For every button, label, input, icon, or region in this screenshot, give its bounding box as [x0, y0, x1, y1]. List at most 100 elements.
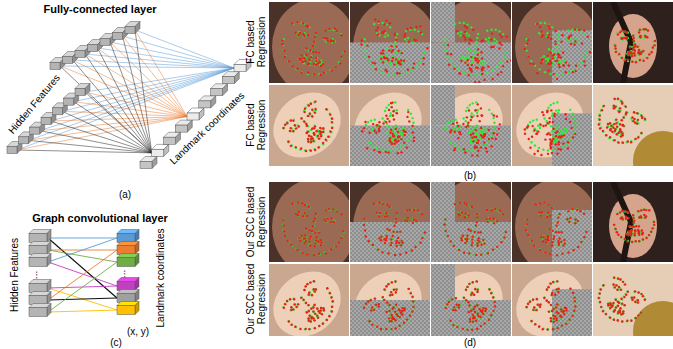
- predicted-landmark: [563, 64, 565, 66]
- ground-truth-landmark: [385, 60, 387, 62]
- ground-truth-landmark: [374, 118, 376, 120]
- predicted-landmark: [306, 130, 308, 132]
- predicted-landmark: [403, 142, 405, 144]
- ground-truth-landmark: [364, 38, 366, 40]
- ground-truth-landmark: [407, 37, 409, 39]
- ground-truth-landmark: [449, 240, 451, 242]
- predicted-landmark: [395, 128, 397, 130]
- ground-truth-landmark: [461, 59, 463, 61]
- predicted-landmark: [308, 135, 310, 137]
- ground-truth-landmark: [282, 127, 284, 129]
- predicted-landmark: [393, 225, 395, 227]
- predicted-landmark: [340, 213, 342, 215]
- ground-truth-landmark: [391, 235, 393, 237]
- ground-truth-landmark: [552, 149, 554, 151]
- ground-truth-landmark: [458, 22, 460, 24]
- predicted-landmark: [484, 133, 486, 135]
- predicted-landmark: [281, 39, 283, 41]
- ground-truth-landmark: [490, 28, 492, 30]
- predicted-landmark: [552, 121, 554, 123]
- predicted-landmark: [322, 142, 324, 144]
- ground-truth-landmark: [640, 35, 642, 37]
- ground-truth-landmark: [617, 141, 619, 143]
- ground-truth-landmark: [472, 58, 474, 60]
- predicted-landmark: [476, 154, 478, 156]
- ground-truth-landmark: [282, 44, 284, 46]
- ground-truth-landmark: [469, 141, 471, 143]
- ground-truth-landmark: [476, 133, 478, 135]
- ground-truth-landmark: [298, 31, 300, 33]
- ground-truth-landmark: [476, 242, 478, 244]
- ground-truth-landmark: [292, 203, 294, 205]
- predicted-landmark: [371, 61, 373, 63]
- predicted-landmark: [382, 52, 384, 54]
- predicted-landmark: [426, 47, 428, 49]
- predicted-landmark: [631, 116, 633, 118]
- ground-truth-landmark: [547, 57, 549, 59]
- predicted-landmark: [382, 202, 384, 204]
- ground-truth-landmark: [313, 148, 315, 150]
- ground-truth-landmark: [558, 109, 560, 111]
- predicted-landmark: [557, 53, 559, 55]
- ground-truth-landmark: [457, 147, 459, 149]
- ground-truth-landmark: [393, 109, 395, 111]
- ground-truth-landmark: [295, 212, 297, 214]
- predicted-landmark: [549, 134, 551, 136]
- predicted-landmark: [464, 38, 466, 40]
- predicted-landmark: [583, 60, 585, 62]
- predicted-landmark: [552, 138, 554, 140]
- ground-truth-landmark: [457, 212, 459, 214]
- predicted-landmark: [493, 114, 495, 116]
- predicted-landmark: [314, 108, 316, 110]
- ground-truth-landmark: [385, 234, 387, 236]
- ground-truth-landmark: [487, 220, 489, 222]
- predicted-landmark: [492, 46, 494, 48]
- predicted-landmark: [413, 62, 415, 64]
- ground-truth-landmark: [304, 57, 306, 59]
- ground-truth-landmark: [474, 45, 476, 47]
- predicted-landmark: [314, 231, 316, 233]
- predicted-landmark: [601, 109, 603, 111]
- ground-truth-landmark: [634, 112, 636, 114]
- ground-truth-landmark: [609, 123, 611, 125]
- predicted-landmark: [407, 111, 409, 113]
- ground-truth-landmark: [314, 124, 316, 126]
- ground-truth-landmark: [318, 253, 320, 255]
- ground-truth-landmark: [465, 120, 467, 122]
- predicted-landmark: [361, 39, 363, 41]
- predicted-landmark: [481, 68, 483, 70]
- predicted-landmark: [307, 115, 309, 117]
- predicted-landmark: [494, 208, 496, 210]
- predicted-landmark: [329, 130, 331, 132]
- predicted-landmark: [528, 138, 530, 140]
- ground-truth-landmark: [553, 102, 555, 104]
- hidden-feature-cube: [29, 292, 51, 305]
- ground-truth-landmark: [477, 33, 479, 35]
- ground-truth-landmark: [394, 221, 396, 223]
- ground-truth-landmark: [376, 248, 378, 250]
- predicted-landmark: [291, 65, 293, 67]
- fc-connection: [123, 36, 152, 153]
- ground-truth-landmark: [298, 211, 300, 213]
- cube-side: [135, 302, 139, 315]
- predicted-landmark: [389, 131, 391, 133]
- predicted-landmark: [363, 127, 365, 129]
- predicted-landmark: [450, 129, 452, 131]
- ground-truth-landmark: [486, 30, 488, 32]
- predicted-landmark: [319, 130, 321, 132]
- ground-truth-landmark: [314, 37, 316, 39]
- landmark-cube: [175, 120, 192, 132]
- predicted-landmark: [599, 127, 601, 129]
- ground-truth-landmark: [467, 228, 469, 230]
- ground-truth-landmark: [558, 33, 560, 35]
- predicted-landmark: [640, 132, 642, 134]
- predicted-landmark: [335, 245, 337, 247]
- ground-truth-landmark: [470, 206, 472, 208]
- predicted-landmark: [366, 147, 368, 149]
- cube-front: [117, 282, 135, 291]
- predicted-landmark: [490, 46, 492, 48]
- predicted-landmark: [560, 148, 562, 150]
- predicted-landmark: [394, 33, 396, 35]
- face-photo: [593, 85, 673, 166]
- predicted-landmark: [536, 23, 538, 25]
